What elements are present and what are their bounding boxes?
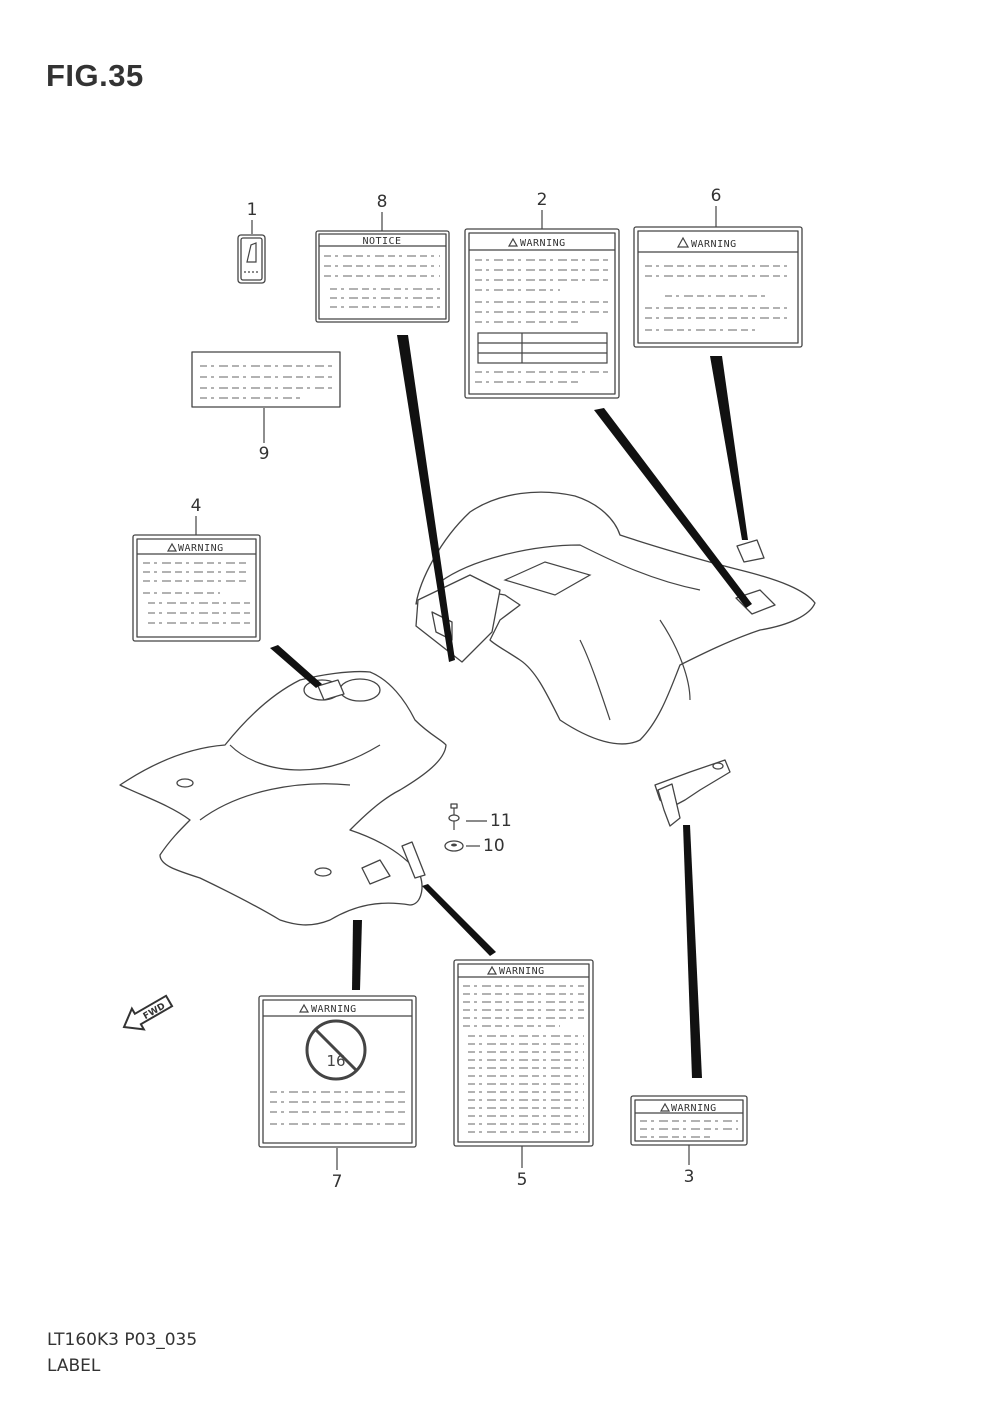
fwd-arrow-icon: FWD bbox=[122, 994, 174, 1031]
notice-heading: NOTICE bbox=[362, 236, 401, 247]
warning-heading-2: WARNING bbox=[520, 238, 566, 249]
label-9-strip[interactable] bbox=[191, 351, 341, 408]
label-4-warning[interactable]: WARNING bbox=[132, 534, 261, 642]
bolt-11[interactable] bbox=[448, 803, 460, 830]
label-8-notice[interactable]: NOTICE bbox=[315, 230, 450, 323]
pointer-lines bbox=[270, 335, 752, 1078]
warning-heading-7: WARNING bbox=[311, 1004, 357, 1015]
model-code: LT160K3 P03_035 bbox=[47, 1330, 198, 1350]
front-fender[interactable] bbox=[119, 670, 447, 926]
callout-9[interactable]: 9 bbox=[259, 444, 270, 464]
callout-2[interactable]: 2 bbox=[537, 190, 548, 210]
label-1-part[interactable] bbox=[237, 234, 266, 284]
figure-title: FIG.35 bbox=[46, 58, 144, 93]
bracket-part[interactable] bbox=[654, 759, 731, 827]
callout-7[interactable]: 7 bbox=[332, 1172, 343, 1192]
warning-heading-6: WARNING bbox=[691, 239, 737, 250]
warning-heading-3: WARNING bbox=[671, 1103, 717, 1114]
callout-10[interactable]: 10 bbox=[483, 836, 505, 856]
washer-10[interactable] bbox=[444, 840, 464, 852]
label-2-warning[interactable]: WARNING bbox=[464, 228, 620, 399]
callout-5[interactable]: 5 bbox=[517, 1170, 528, 1190]
rear-fender[interactable] bbox=[415, 491, 816, 745]
age-badge: 16 bbox=[326, 1052, 345, 1070]
label-5-text-lines bbox=[463, 985, 584, 1133]
section-name: LABEL bbox=[47, 1356, 101, 1376]
label-5-warning[interactable]: WARNING bbox=[453, 959, 594, 1147]
callout-11[interactable]: 11 bbox=[490, 811, 512, 831]
label-3-warning[interactable]: WARNING bbox=[630, 1095, 748, 1146]
callout-6[interactable]: 6 bbox=[711, 186, 722, 206]
label-6-warning[interactable]: WARNING bbox=[633, 226, 803, 348]
callout-8[interactable]: 8 bbox=[377, 192, 388, 212]
label-7-warning[interactable]: WARNING 16 bbox=[258, 995, 417, 1148]
warning-heading-4: WARNING bbox=[178, 543, 224, 554]
callout-3[interactable]: 3 bbox=[684, 1167, 695, 1187]
warning-heading-5: WARNING bbox=[499, 966, 545, 977]
callout-1[interactable]: 1 bbox=[247, 200, 258, 220]
callout-4[interactable]: 4 bbox=[191, 496, 202, 516]
no-under-16-icon: 16 bbox=[305, 1019, 367, 1081]
